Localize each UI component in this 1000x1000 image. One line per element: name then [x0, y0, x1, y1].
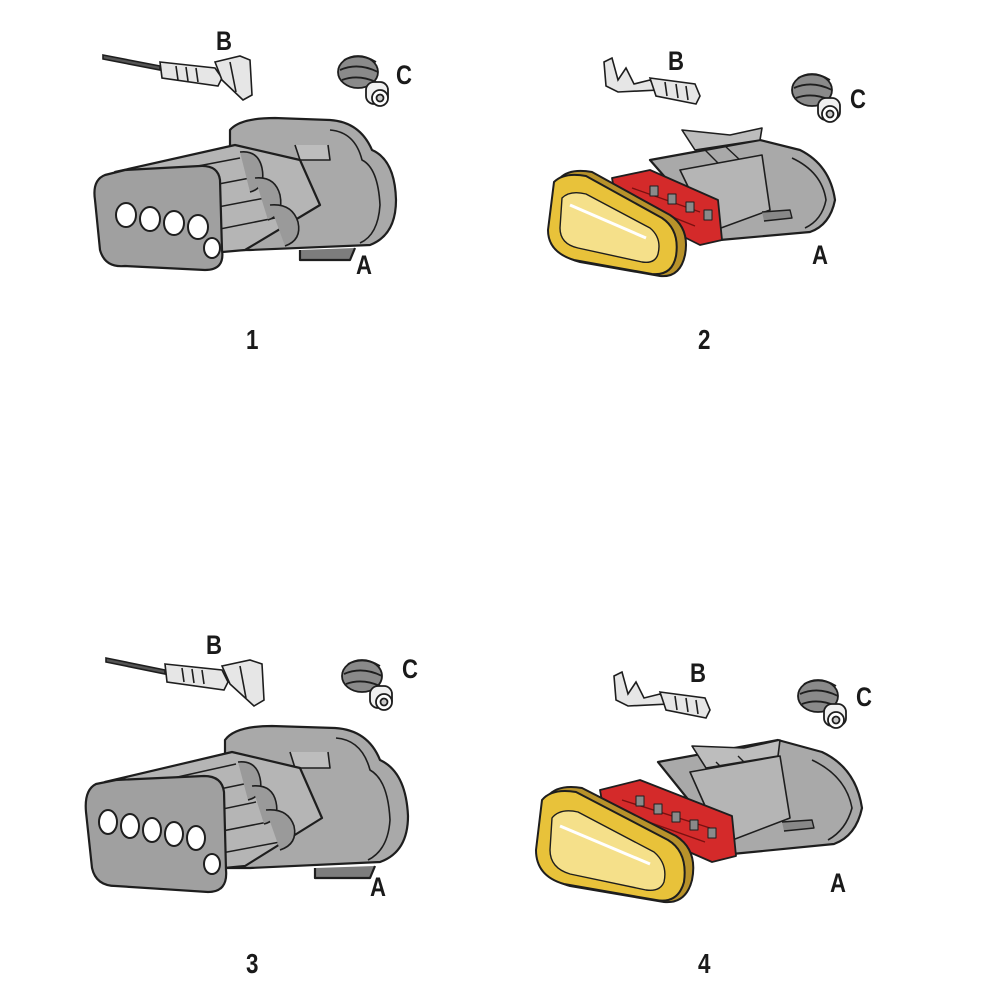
label-terminal: B	[216, 26, 232, 56]
label-housing: A	[812, 240, 828, 270]
diagram-panel-1: B C A 1	[0, 0, 500, 500]
diagram-panel-3: B C A 3	[0, 500, 500, 1000]
connector-housing-icon	[84, 724, 410, 894]
connector-illustration-1	[93, 54, 398, 272]
terminal-pin-icon	[105, 657, 265, 707]
connector-illustration-2	[547, 56, 841, 278]
connector-housing-icon	[93, 116, 398, 272]
connector-illustration-4	[535, 670, 864, 904]
label-seal: C	[850, 84, 866, 114]
wire-seal-icon	[791, 73, 841, 123]
figure-number: 2	[698, 324, 711, 355]
figure-number: 1	[246, 324, 259, 355]
gasket-seal-icon	[547, 169, 687, 278]
label-seal: C	[396, 60, 412, 90]
terminal-pin-icon	[102, 54, 253, 101]
label-terminal: B	[690, 658, 706, 688]
terminal-lock-icon	[599, 779, 737, 863]
wire-seal-icon	[337, 55, 389, 107]
figure-number: 3	[246, 948, 259, 979]
diagram-panel-2: B C A 2	[500, 0, 1000, 500]
gasket-seal-icon	[535, 786, 695, 904]
label-terminal: B	[668, 46, 684, 76]
label-housing: A	[830, 868, 846, 898]
terminal-socket-icon	[603, 56, 701, 105]
figure-number: 4	[698, 948, 711, 979]
connector-illustration-3	[84, 657, 410, 894]
terminal-socket-icon	[613, 670, 711, 719]
label-seal: C	[402, 654, 418, 684]
wire-seal-icon	[341, 659, 393, 711]
label-seal: C	[856, 682, 872, 712]
label-housing: A	[356, 250, 372, 280]
label-housing: A	[370, 872, 386, 902]
terminal-lock-icon	[611, 169, 723, 246]
wire-seal-icon	[797, 679, 847, 729]
diagram-panel-4: B C A 4	[500, 500, 1000, 1000]
label-terminal: B	[206, 630, 222, 660]
